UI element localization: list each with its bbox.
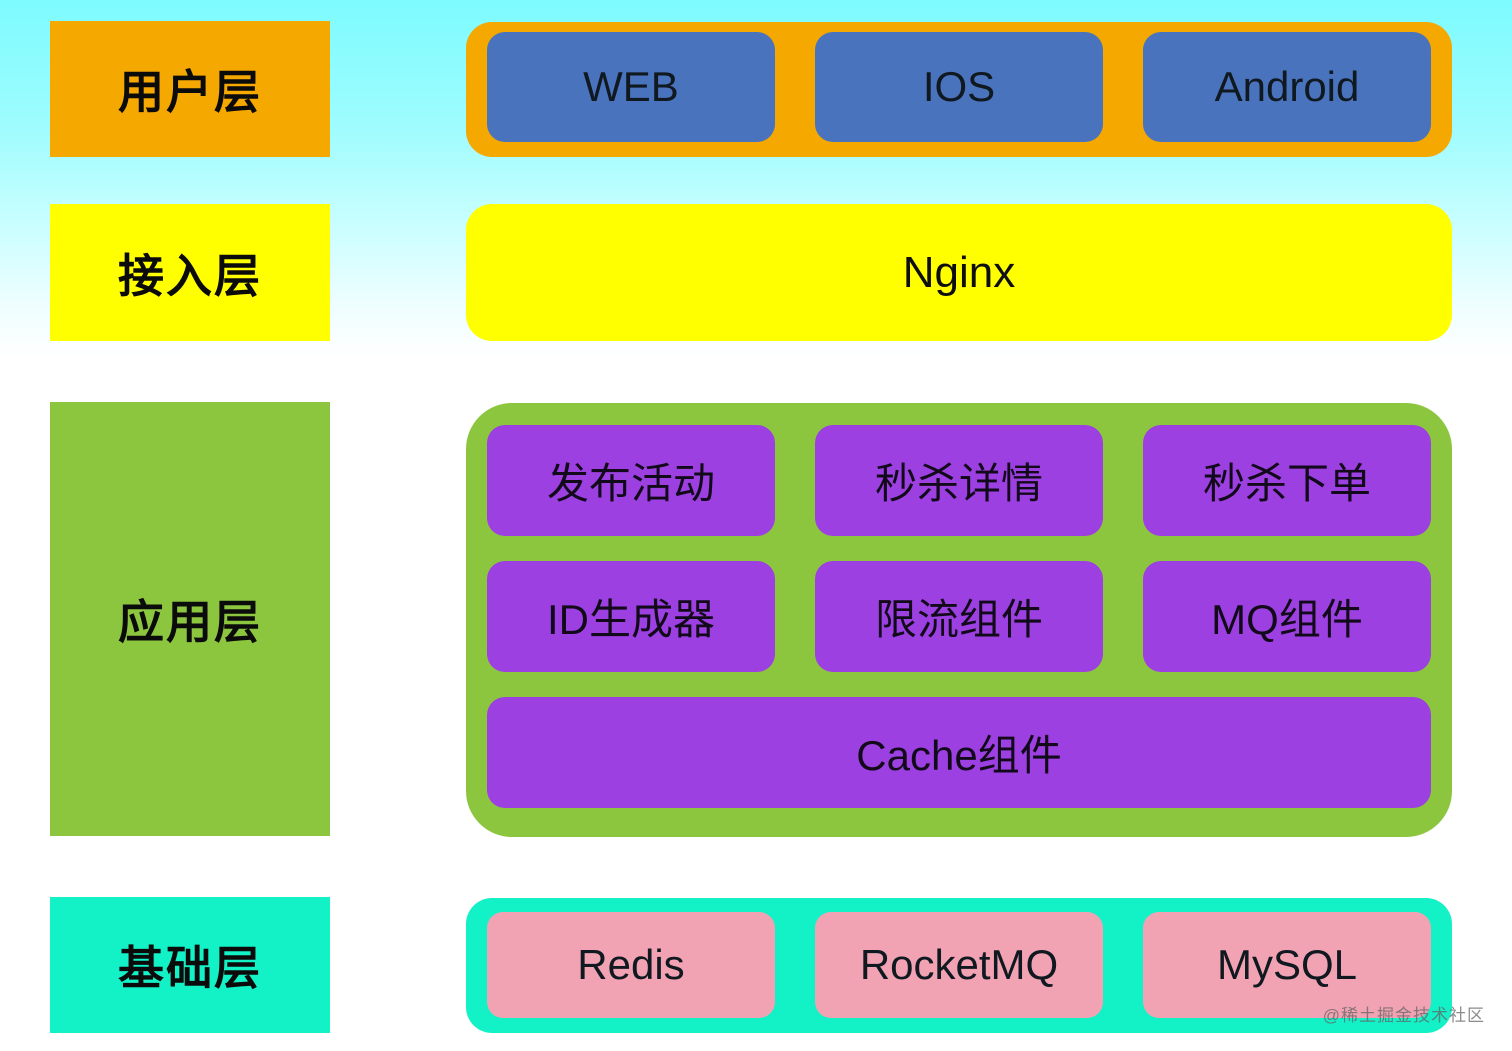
- app-item-rate-limiter: 限流组件: [815, 561, 1103, 672]
- app-item-seckill-order: 秒杀下单: [1143, 425, 1431, 536]
- app-item-cache-component: Cache组件: [487, 697, 1431, 808]
- app-item-publish-activity: 发布活动: [487, 425, 775, 536]
- layer-label-user: 用户层: [50, 21, 330, 157]
- layer-label-access: 接入层: [50, 204, 330, 341]
- user-item-web: WEB: [487, 32, 775, 142]
- user-layer-container: WEB IOS Android: [466, 22, 1452, 157]
- user-item-ios: IOS: [815, 32, 1103, 142]
- user-item-android: Android: [1143, 32, 1431, 142]
- infrastructure-layer-container: Redis RocketMQ MySQL: [466, 898, 1452, 1033]
- app-item-seckill-detail: 秒杀详情: [815, 425, 1103, 536]
- access-item-nginx: Nginx: [466, 204, 1452, 341]
- app-item-mq-component: MQ组件: [1143, 561, 1431, 672]
- layer-label-application: 应用层: [50, 402, 330, 836]
- infra-item-mysql: MySQL: [1143, 912, 1431, 1018]
- app-item-id-generator: ID生成器: [487, 561, 775, 672]
- layer-label-infrastructure: 基础层: [50, 897, 330, 1033]
- application-layer-container: 发布活动 秒杀详情 秒杀下单 ID生成器 限流组件 MQ组件 Cache组件: [466, 403, 1452, 837]
- watermark-text: @稀土掘金技术社区: [1322, 1006, 1485, 1025]
- infra-item-redis: Redis: [487, 912, 775, 1018]
- infra-item-rocketmq: RocketMQ: [815, 912, 1103, 1018]
